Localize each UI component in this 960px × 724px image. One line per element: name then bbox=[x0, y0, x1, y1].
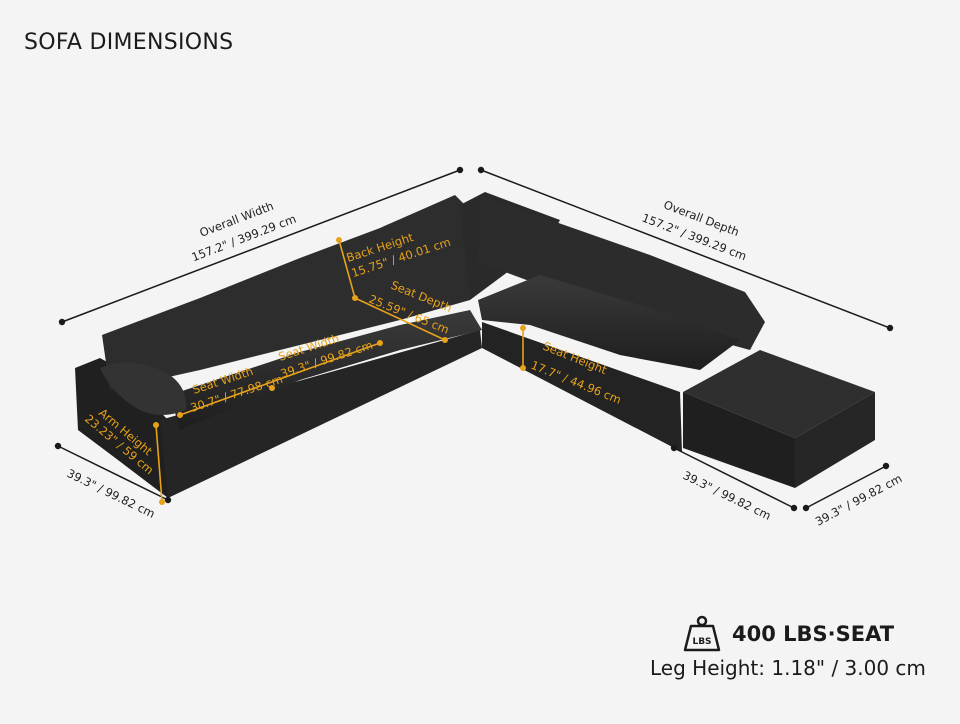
ottoman-width-end-b bbox=[790, 504, 798, 512]
weight-capacity: LBS 400 LBS·SEAT bbox=[682, 615, 894, 653]
seat-width-mid bbox=[269, 385, 275, 391]
arm-height-line bbox=[155, 424, 163, 503]
back-height-end-a bbox=[336, 237, 342, 243]
seat-width-end-b bbox=[377, 340, 383, 346]
seat-depth-line bbox=[354, 297, 446, 341]
overall-depth-end-a bbox=[477, 166, 485, 174]
back-height-line bbox=[338, 239, 356, 299]
overall-depth-end-b bbox=[886, 324, 894, 332]
overall-width-end-a bbox=[58, 318, 66, 326]
arm-height-end-a bbox=[153, 422, 159, 428]
left-arm bbox=[75, 358, 168, 498]
ottoman-side-front bbox=[683, 392, 795, 488]
dimension-lines bbox=[54, 166, 894, 512]
weight-icon-text: LBS bbox=[692, 637, 711, 647]
overall-width-end-b bbox=[456, 166, 464, 174]
seat-width-line bbox=[179, 342, 381, 416]
ottoman-width-value: 39.3" / 99.82 cm bbox=[681, 468, 774, 523]
seat-depth-end bbox=[442, 337, 448, 343]
accent-dimension-lines bbox=[153, 237, 526, 505]
right-back-cushions bbox=[478, 195, 765, 350]
ottoman-width-line bbox=[673, 447, 795, 509]
pillow bbox=[100, 362, 187, 415]
ottoman-side-right bbox=[795, 392, 875, 488]
right-seat-cushions bbox=[478, 275, 740, 370]
right-section-base bbox=[482, 322, 682, 452]
arm-height-end-b bbox=[159, 499, 165, 505]
ottoman-width-end-a bbox=[670, 444, 678, 452]
sofa-illustration bbox=[75, 192, 875, 498]
ottoman-depth-end-b bbox=[882, 462, 890, 470]
overall-depth-line bbox=[480, 169, 891, 329]
left-back-cushions bbox=[102, 195, 470, 390]
leg-height: Leg Height: 1.18" / 3.00 cm bbox=[650, 656, 926, 680]
overall-width-line bbox=[61, 169, 461, 323]
seat-width-end-a bbox=[177, 412, 183, 418]
seat-height-end-a bbox=[520, 325, 526, 331]
seat-height-end-b bbox=[520, 365, 526, 371]
left-end-depth-end-a bbox=[54, 442, 62, 450]
left-end-depth-line bbox=[57, 445, 169, 501]
ottoman-depth-line bbox=[805, 465, 887, 509]
page-title: SOFA DIMENSIONS bbox=[24, 30, 234, 55]
weight-label: 400 LBS·SEAT bbox=[732, 622, 895, 646]
weight-icon: LBS bbox=[683, 615, 721, 652]
ottoman-top bbox=[683, 350, 875, 438]
ottoman-depth-end-a bbox=[802, 504, 810, 512]
left-section-base bbox=[160, 330, 482, 498]
left-end-depth-end-b bbox=[164, 496, 172, 504]
left-seat-cushions bbox=[170, 310, 482, 430]
